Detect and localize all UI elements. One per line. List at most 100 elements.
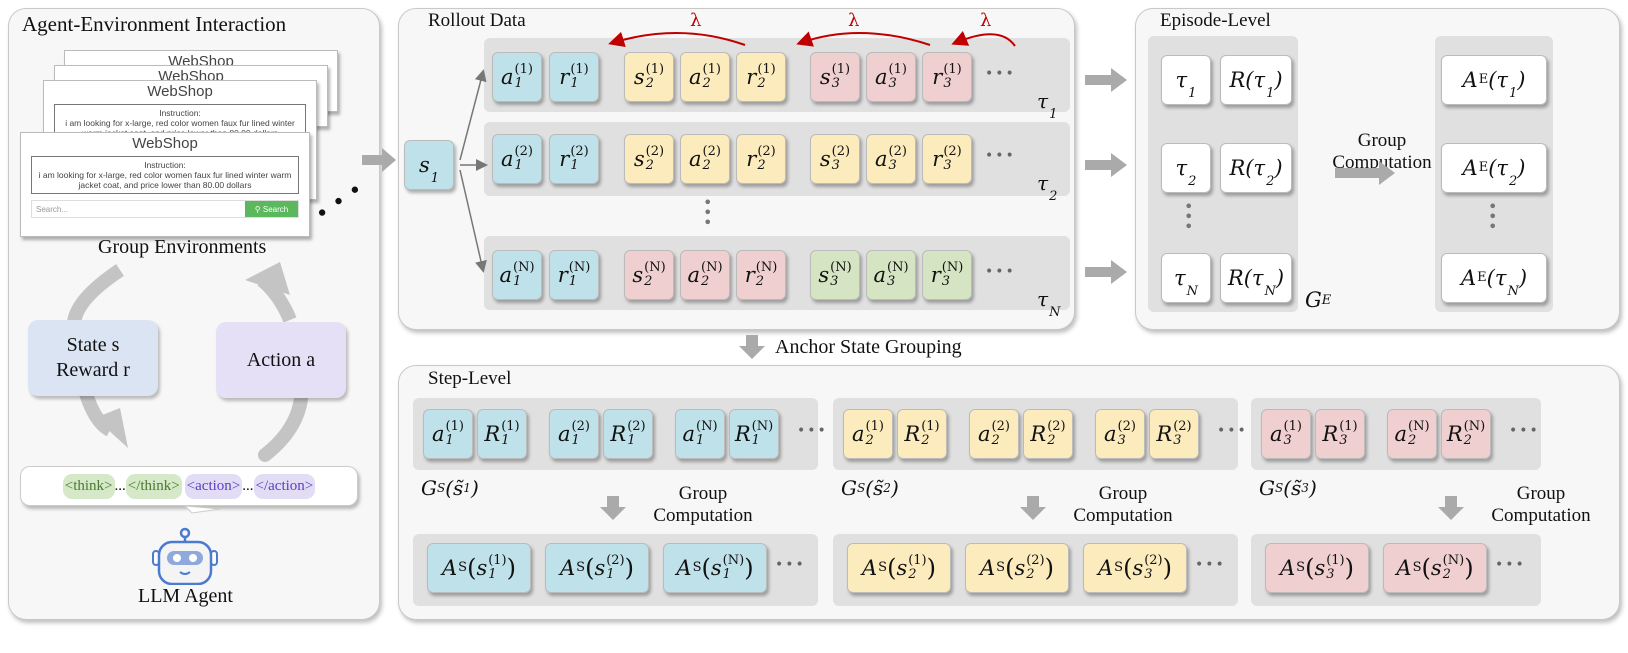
step-return-token: R(2)2: [1023, 409, 1073, 459]
math-symbol: τ 2: [1037, 162, 1057, 204]
superscript: [1187, 271, 1198, 285]
think-open-tag: <think>: [62, 473, 115, 499]
superscript: (2): [514, 144, 533, 159]
group-superscript: S: [1274, 481, 1284, 495]
math-symbol: R(τ 2): [1229, 147, 1282, 189]
math-symbol: τ 2: [1176, 147, 1197, 189]
rollout-token: a(N)1: [492, 250, 542, 300]
subscript: 1: [430, 171, 440, 186]
subscript: 1: [445, 433, 454, 448]
symbol-base: s: [632, 263, 644, 287]
superscript: S: [1296, 560, 1306, 575]
rollout-token: r(N)3: [922, 250, 972, 300]
subscript: 1: [1188, 86, 1197, 101]
paren: (: [1421, 554, 1431, 582]
subscript: 2: [701, 274, 710, 289]
subscript: 2: [702, 76, 711, 91]
symbol-indices: (1)3: [889, 63, 907, 91]
subscript: 2: [1049, 189, 1058, 204]
superscript: (1): [888, 62, 907, 77]
math-symbol: s 1: [419, 144, 439, 186]
symbol-indices: (2)1: [570, 145, 588, 173]
webshop-title: WebShop: [132, 135, 198, 152]
paren: ): [506, 554, 517, 582]
action-box: Action a: [216, 322, 346, 398]
rollout-token: a(N)2: [680, 250, 730, 300]
symbol-base: τ: [1037, 287, 1049, 311]
paren: ): [624, 554, 635, 582]
symbol-indices: (2)2: [703, 145, 721, 173]
math-symbol: s(2)3: [820, 145, 850, 173]
math-symbol: R(2)1: [610, 420, 645, 448]
step-return-token: R(1)3: [1315, 409, 1365, 459]
symbol-base: R: [734, 422, 751, 446]
superscript: (1): [831, 62, 851, 77]
subscript: 2: [1509, 174, 1518, 189]
subscript: 3: [830, 274, 839, 289]
step-action-token: a(2)1: [549, 409, 599, 459]
math-symbol: a(N)1: [682, 420, 717, 448]
math-symbol: R(τ 1): [1229, 59, 1282, 101]
math-symbol: R(N)2: [1447, 420, 1485, 448]
subscript: 2: [702, 158, 711, 173]
symbol-indices: (2)3: [1144, 554, 1162, 582]
paren: ): [1308, 476, 1317, 500]
symbol-base: (τ: [1488, 68, 1508, 92]
subscript: N: [1049, 305, 1061, 320]
rollout-token: s(N)2: [624, 250, 674, 300]
paren: (s̃: [1283, 476, 1302, 500]
group-symbol: G: [1259, 476, 1275, 500]
subscript: N: [1264, 284, 1276, 299]
rollout-token: r(N)2: [736, 250, 786, 300]
instruction-label: Instruction:: [144, 160, 186, 170]
paren: ): [744, 554, 754, 582]
symbol-base: r: [932, 65, 943, 89]
symbol-base: τ: [1037, 89, 1049, 113]
superscript: (2): [571, 419, 590, 434]
superscript: (2): [888, 144, 907, 159]
subscript: 1: [513, 274, 522, 289]
subscript: 3: [1339, 433, 1348, 448]
instruction-label: Instruction:: [159, 108, 201, 118]
math-symbol: s(N)1: [711, 554, 744, 582]
trajectory-label: τ N: [1037, 278, 1060, 320]
symbol-base: s: [710, 556, 722, 580]
symbol-base: r: [559, 65, 570, 89]
superscript: (1): [1326, 553, 1345, 568]
subscript: 2: [1408, 433, 1417, 448]
math-symbol: τ N: [1037, 278, 1060, 320]
symbol-base: a: [558, 422, 571, 446]
symbol-indices: 2: [1266, 161, 1274, 189]
symbol-base: s: [476, 556, 488, 580]
superscript: (N): [701, 260, 723, 275]
symbol-base: R: [1322, 422, 1339, 446]
search-button[interactable]: ⚲ Search: [245, 201, 298, 217]
paren: ): [1344, 554, 1355, 582]
superscript: (N): [1408, 419, 1430, 434]
action-open-tag: <action>: [184, 473, 243, 499]
superscript: S: [1412, 560, 1422, 575]
symbol-base: r: [932, 147, 943, 171]
search-input[interactable]: Search...: [36, 205, 69, 214]
superscript: (1): [1339, 419, 1358, 434]
symbol-indices: 2: [1049, 176, 1057, 204]
superscript: (N): [1463, 419, 1486, 434]
superscript: (N): [513, 260, 535, 275]
step-return-token: R(N)1: [729, 409, 779, 459]
symbol-indices: (2)1: [606, 554, 624, 582]
math-symbol: R(N)1: [735, 420, 773, 448]
math-symbol: R(1)1: [484, 420, 519, 448]
math-symbol: r(N)3: [931, 261, 964, 289]
symbol-base: s: [819, 65, 831, 89]
superscript: (N): [696, 419, 718, 434]
step-action-token: a(1)3: [1261, 409, 1311, 459]
superscript: S: [996, 560, 1006, 575]
symbol-base: τ: [1175, 68, 1188, 92]
math-symbol: a(1)1: [501, 63, 533, 91]
superscript: (1): [921, 419, 940, 434]
superscript: (N): [1442, 553, 1465, 568]
